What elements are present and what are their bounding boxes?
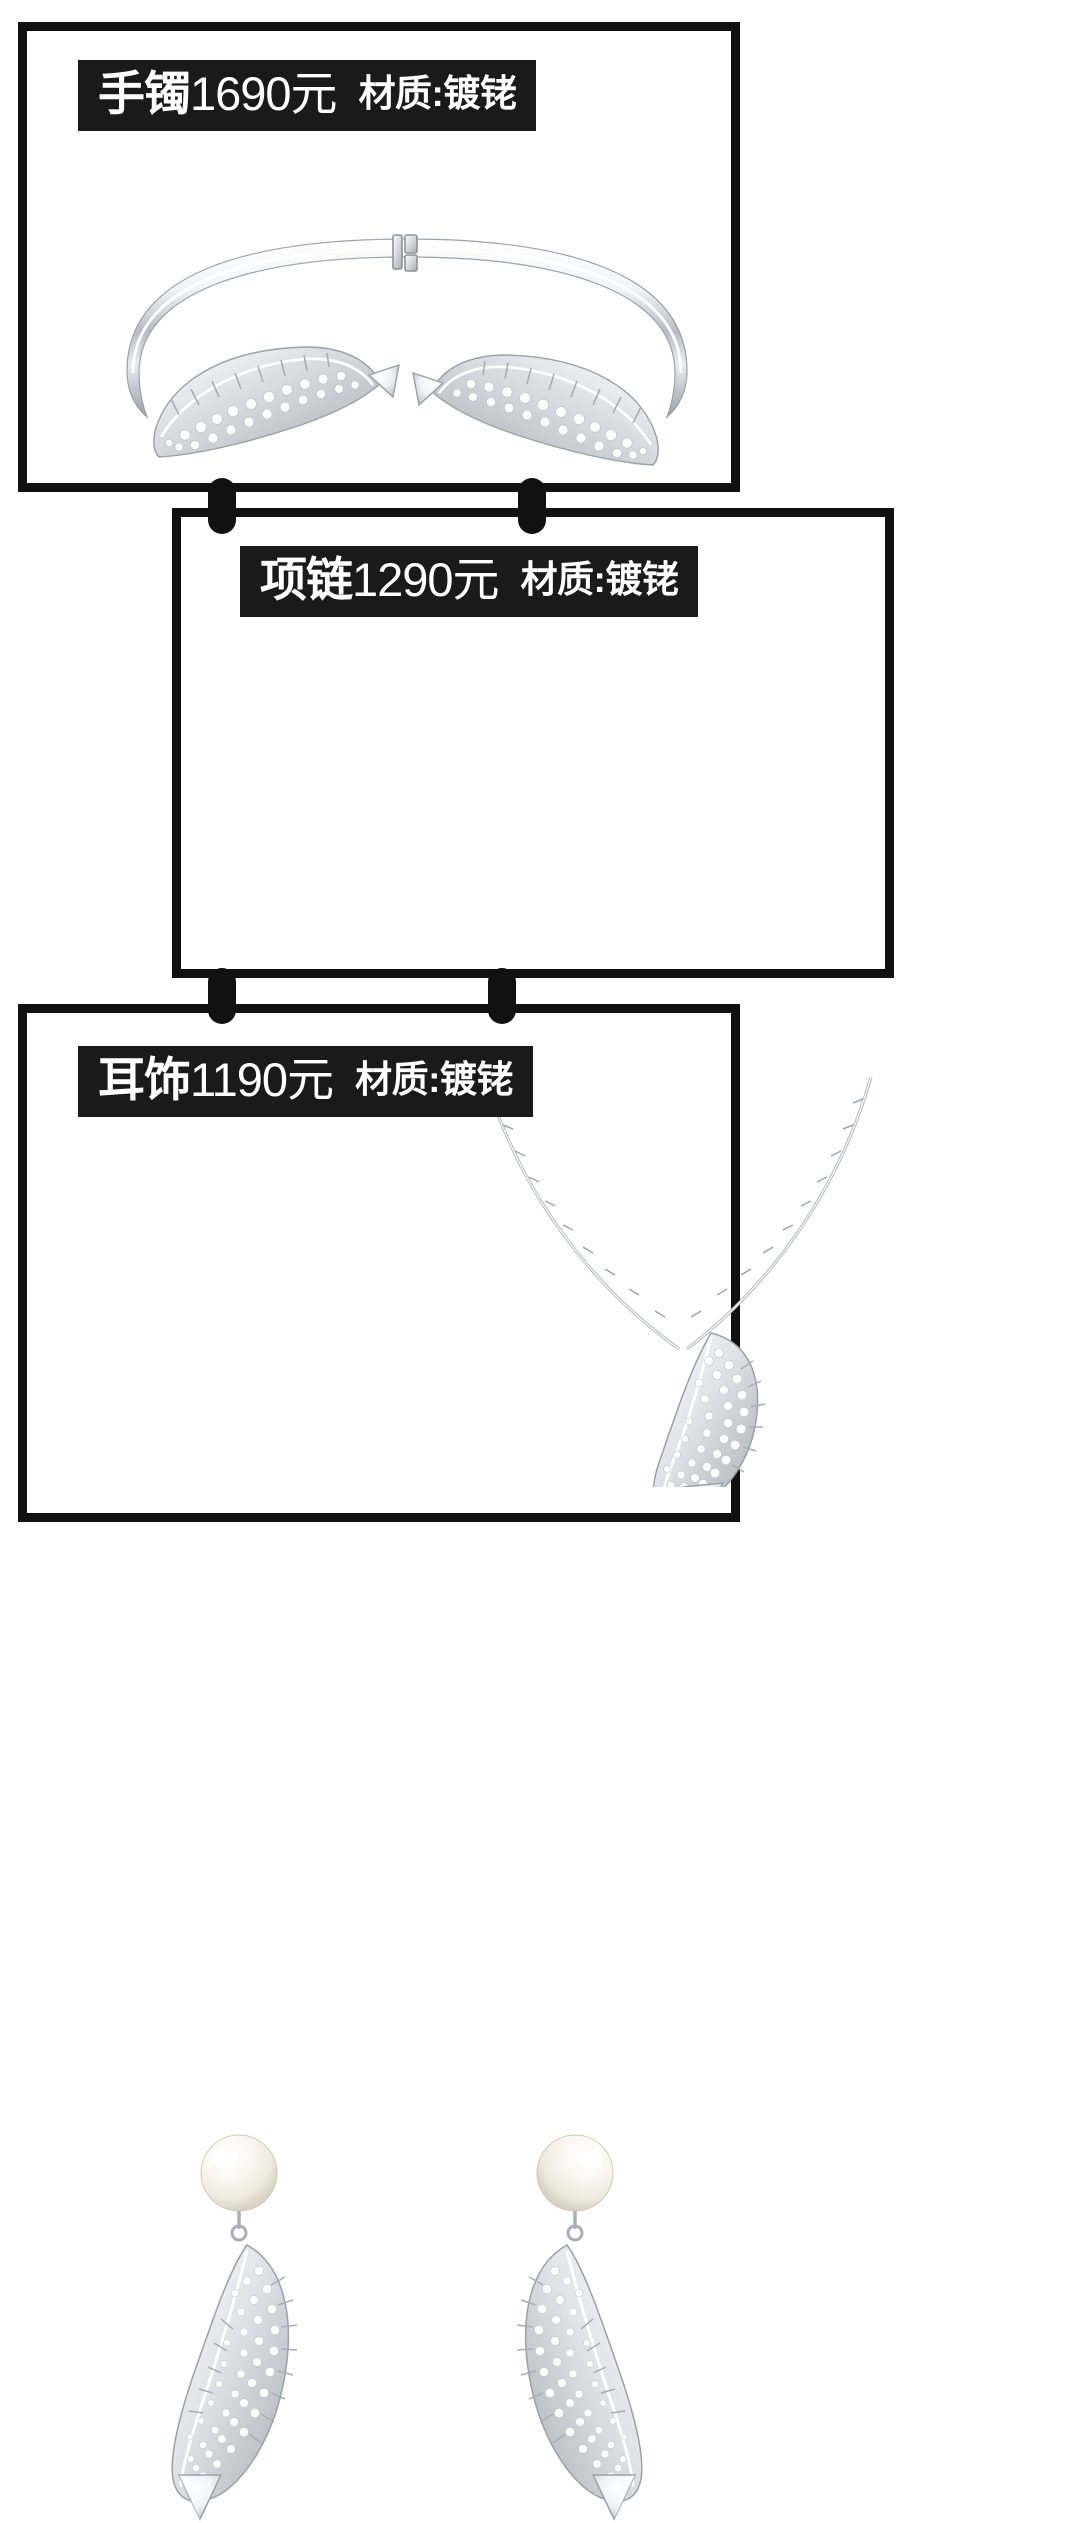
- product-price-necklace: 1290元: [352, 553, 500, 606]
- product-name-bracelet: 手镯: [98, 67, 191, 120]
- product-price-bracelet: 1690元: [190, 67, 338, 120]
- connector-staple-left-top: [208, 478, 236, 534]
- product-material-earrings: 材质:镀铑: [355, 1059, 513, 1100]
- product-label-bracelet: 手镯 1690元 材质:镀铑: [78, 60, 537, 131]
- product-label-earrings: 耳饰 1190元 材质:镀铑: [78, 1046, 533, 1117]
- product-material-bracelet: 材质:镀铑: [358, 73, 517, 114]
- earrings-image: [171, 2134, 643, 2521]
- connector-staple-right-bottom: [488, 968, 516, 1024]
- product-material-necklace: 材质:镀铑: [520, 559, 679, 600]
- connector-staple-right-top: [518, 478, 546, 534]
- bracelet-image: [126, 234, 688, 466]
- product-name-necklace: 项链: [260, 553, 353, 606]
- product-label-necklace: 项链 1290元 材质:镀铑: [240, 546, 699, 617]
- product-price-earrings: 1190元: [190, 1053, 334, 1106]
- product-collage: 手镯 1690元 材质:镀铑: [18, 22, 894, 2521]
- product-name-earrings: 耳饰: [98, 1053, 191, 1106]
- connector-staple-left-bottom: [208, 968, 236, 1024]
